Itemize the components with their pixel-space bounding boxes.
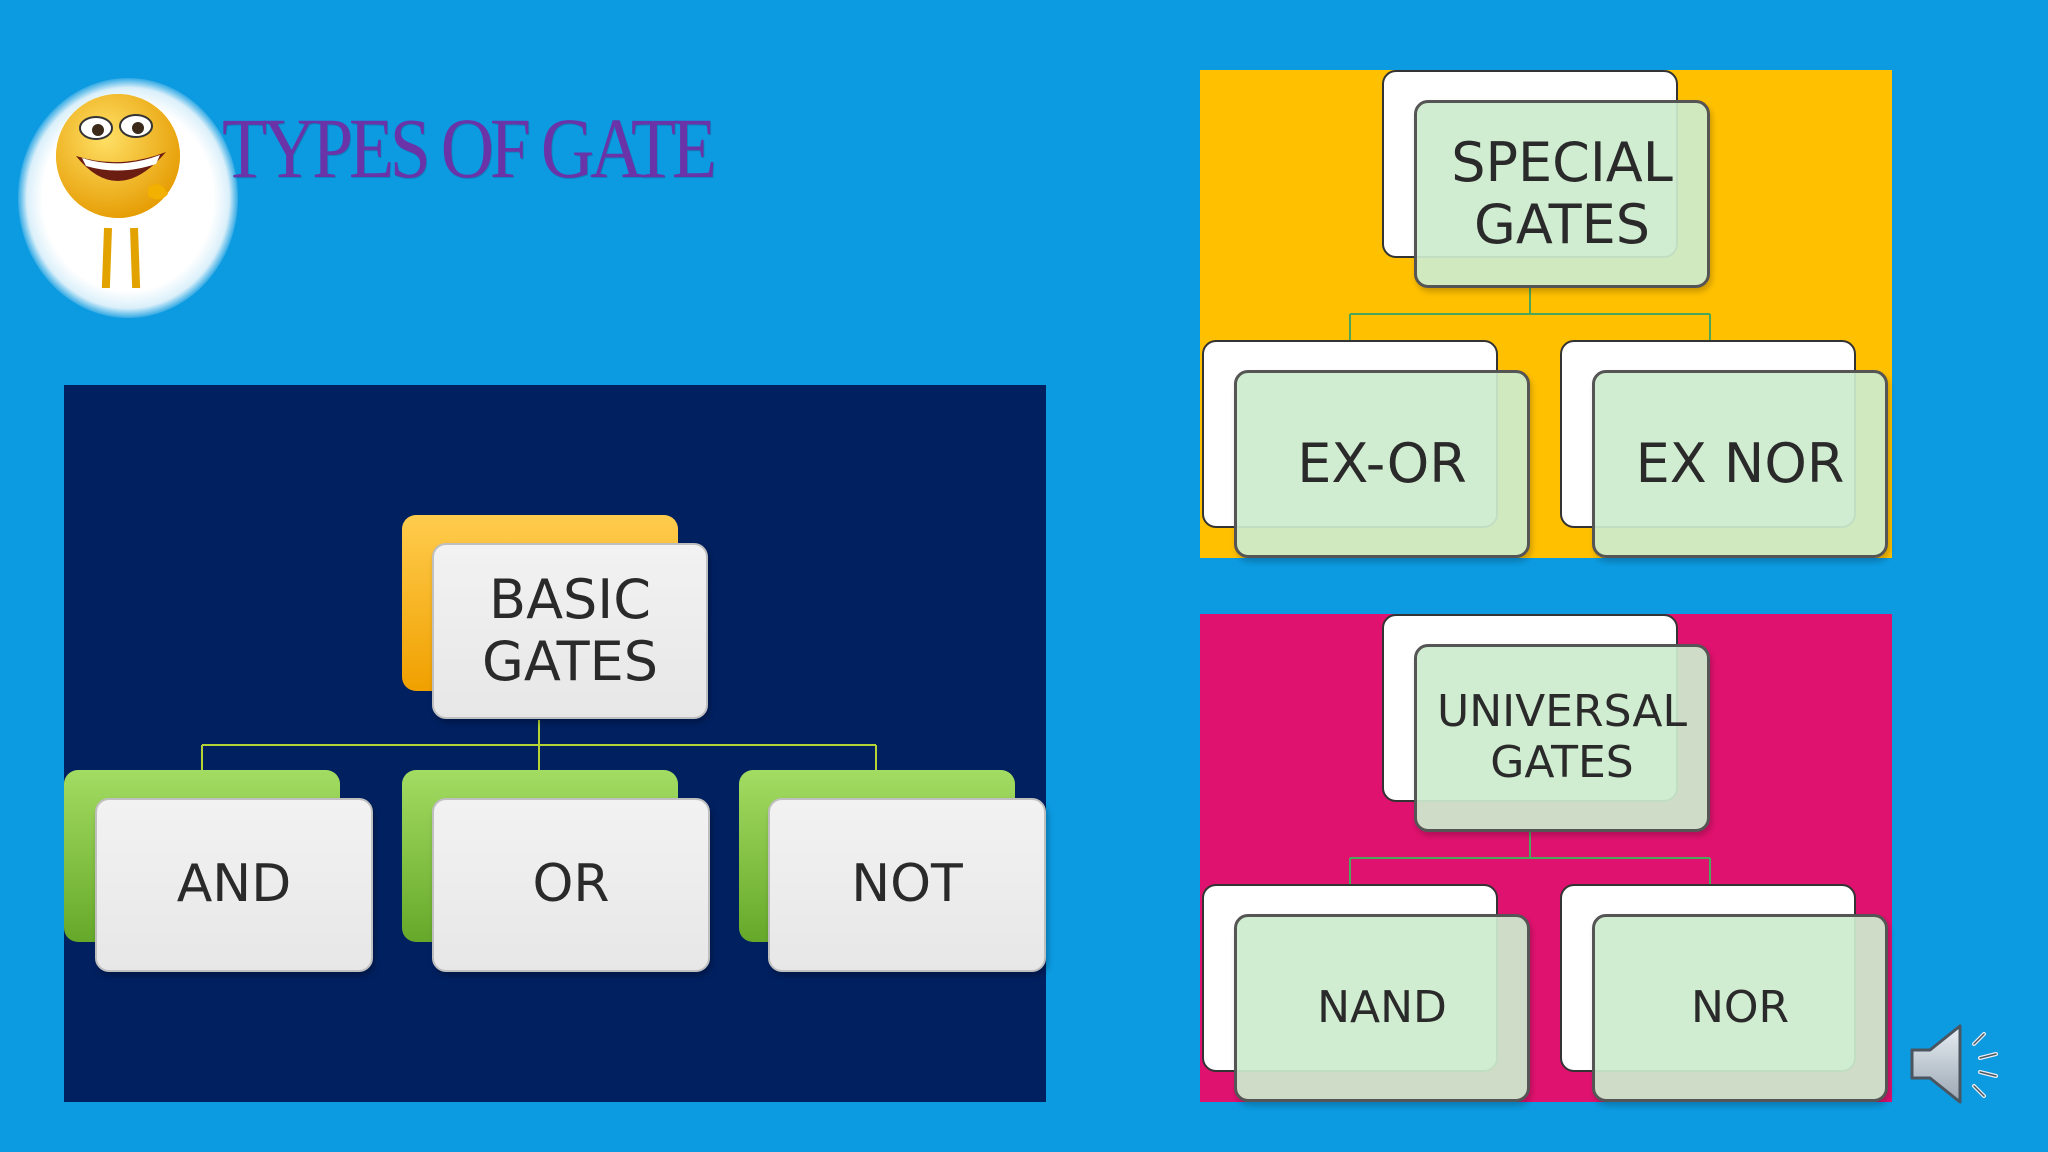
speaker-icon[interactable] — [1904, 1014, 2014, 1114]
basic-connectors — [201, 720, 877, 770]
slide-title: TYPES OF GATE — [222, 100, 717, 196]
basic-gates-panel: BASIC GATES AND OR NOT — [64, 385, 1046, 1102]
nor-gate-node: NOR — [1592, 914, 1888, 1102]
special-gates-panel: SPECIAL GATES EX-OR EX NOR — [1200, 70, 1892, 558]
and-gate-node: AND — [95, 798, 373, 972]
universal-connectors — [1349, 832, 1711, 884]
special-gates-node: SPECIAL GATES — [1414, 100, 1710, 288]
emoji-mascot-icon — [56, 94, 180, 288]
special-connectors — [1349, 288, 1711, 340]
universal-gates-panel: UNIVERSAL GATES NAND NOR — [1200, 614, 1892, 1102]
basic-gates-node: BASIC GATES — [432, 543, 708, 719]
or-gate-node: OR — [432, 798, 710, 972]
nand-gate-node: NAND — [1234, 914, 1530, 1102]
not-gate-node: NOT — [768, 798, 1046, 972]
ex-nor-gate-node: EX NOR — [1592, 370, 1888, 558]
ex-or-gate-node: EX-OR — [1234, 370, 1530, 558]
universal-gates-node: UNIVERSAL GATES — [1414, 644, 1710, 832]
